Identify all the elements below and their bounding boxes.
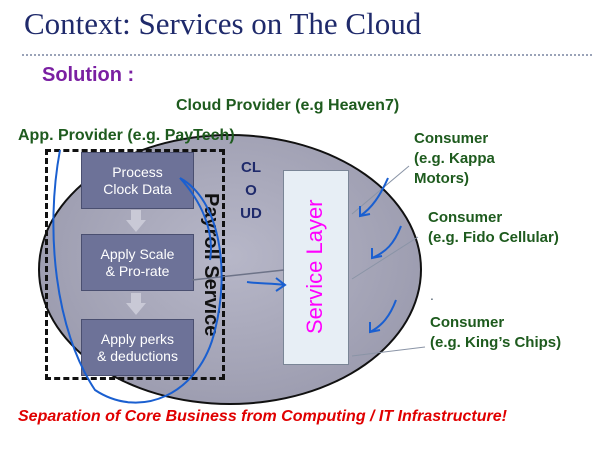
- payroll-to-service-connector: [191, 269, 285, 281]
- consumer-line: (e.g. Fido Cellular): [428, 229, 559, 246]
- process-step-line: Clock Data: [103, 180, 172, 197]
- process-step-scale: Apply Scale & Pro-rate: [81, 234, 194, 291]
- hand-drawn-arrow: [246, 281, 286, 286]
- consumer-kings: Consumer (e.g. King’s Chips): [430, 313, 561, 353]
- hand-drawn-arrowhead: [371, 248, 383, 260]
- service-layer-box: [283, 170, 349, 365]
- down-arrow-icon: [126, 210, 146, 232]
- stray-dot: .: [430, 287, 434, 303]
- consumer-connector-line: [351, 165, 410, 215]
- hand-drawn-arrow: [371, 225, 402, 259]
- hand-drawn-arrow: [359, 177, 389, 217]
- solution-label: Solution :: [42, 64, 135, 86]
- consumer-connector-line: [351, 346, 426, 357]
- consumer-line: Consumer: [414, 130, 489, 147]
- hand-drawn-arrowhead: [359, 206, 371, 218]
- process-step-line: Apply Scale: [100, 245, 175, 262]
- footer-statement: Separation of Core Business from Computi…: [18, 408, 507, 425]
- hand-drawn-arrow: [369, 299, 397, 333]
- process-step-perks: Apply perks & deductions: [81, 319, 194, 376]
- process-step-line: & Pro-rate: [105, 262, 170, 279]
- hand-drawn-arrowhead: [369, 322, 381, 334]
- consumer-line: (e.g. King’s Chips): [430, 334, 562, 351]
- consumer-line: Motors): [414, 170, 469, 187]
- down-arrow-icon: [126, 293, 146, 315]
- cloud-vertical-label: CLOUD: [240, 159, 262, 222]
- hand-drawn-loop: [52, 149, 223, 404]
- process-step-line: & deductions: [97, 347, 178, 364]
- app-provider-boundary: [45, 149, 225, 380]
- cloud-provider-label: Cloud Provider (e.g Heaven7): [176, 97, 400, 114]
- hand-drawn-stroke: [179, 177, 212, 261]
- app-provider-label: App. Provider (e.g. PayTech): [18, 127, 235, 144]
- consumer-line: Consumer: [428, 209, 503, 226]
- title-divider: [22, 54, 592, 56]
- consumer-line: Consumer: [430, 314, 505, 331]
- consumer-connector-line: [351, 236, 419, 280]
- consumer-fido: Consumer (e.g. Fido Cellular): [428, 208, 559, 248]
- process-step-line: Process: [112, 163, 163, 180]
- process-step-line: Apply perks: [100, 330, 175, 347]
- consumer-kappa: Consumer (e.g. Kappa Motors): [414, 129, 495, 189]
- slide-title: Context: Services on The Cloud: [24, 6, 422, 41]
- hand-drawn-arrowhead: [275, 277, 287, 292]
- process-step-clock-data: Process Clock Data: [81, 152, 194, 209]
- consumer-line: (e.g. Kappa: [414, 150, 495, 167]
